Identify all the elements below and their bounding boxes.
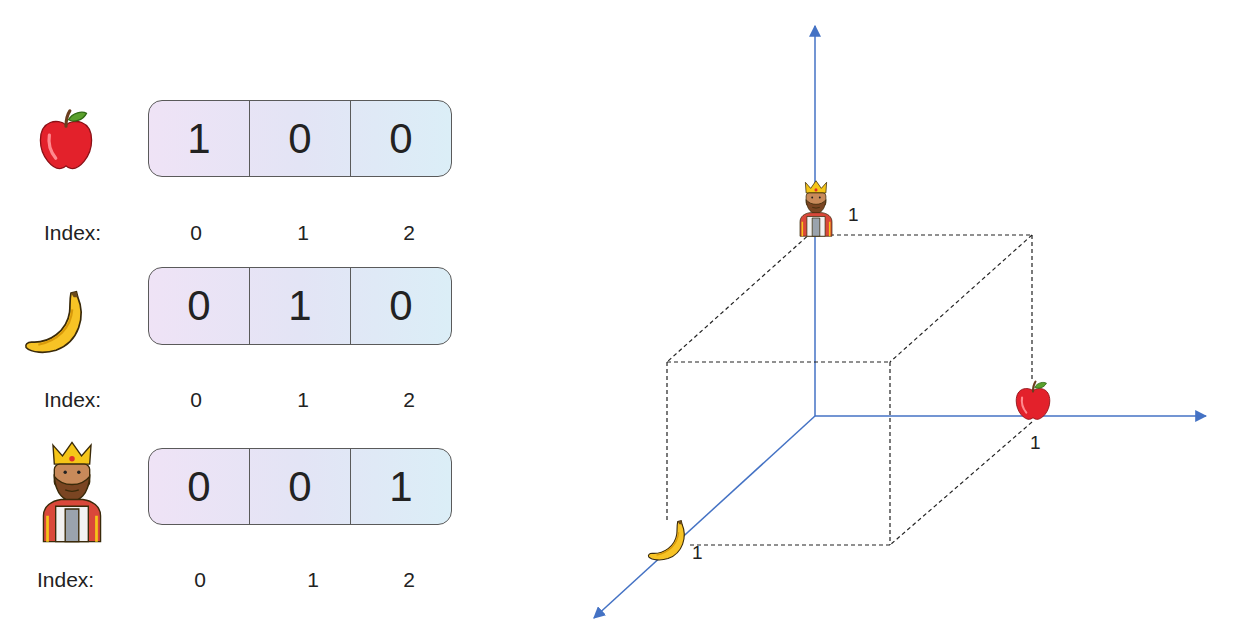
x-axis xyxy=(815,415,1206,417)
vector-cell: 0 xyxy=(149,268,249,344)
index-number: 1 xyxy=(297,387,309,412)
y-axis xyxy=(594,416,815,618)
banana-icon xyxy=(26,292,81,353)
vector-cell: 0 xyxy=(149,449,249,524)
index-number: 0 xyxy=(190,387,202,412)
vector-cell: 1 xyxy=(149,101,249,176)
vector-value: 1 xyxy=(288,282,311,330)
index-number: 0 xyxy=(190,220,202,245)
vector-cell: 0 xyxy=(350,101,451,176)
axis-value: 1 xyxy=(1030,432,1041,455)
vector-cell: 0 xyxy=(249,449,350,524)
vector-value: 1 xyxy=(187,115,210,163)
king-vector: 0 0 1 xyxy=(148,448,452,525)
index-caption: Index: xyxy=(37,567,94,592)
axis-value: 1 xyxy=(848,204,859,227)
index-number: 2 xyxy=(403,220,415,245)
vector-value: 0 xyxy=(389,282,412,330)
index-number: 1 xyxy=(297,220,309,245)
vector-cell: 1 xyxy=(249,268,350,344)
vector-value: 0 xyxy=(187,282,210,330)
vector-value: 0 xyxy=(288,463,311,511)
vector-value: 0 xyxy=(389,115,412,163)
vector-value: 1 xyxy=(389,463,412,511)
index-number: 0 xyxy=(194,567,206,592)
index-number: 2 xyxy=(403,567,415,592)
banana-vector: 0 1 0 xyxy=(148,267,452,345)
index-caption: Index: xyxy=(44,387,101,412)
apple-point-icon xyxy=(1016,382,1050,420)
king-point-icon xyxy=(800,181,832,236)
index-caption: Index: xyxy=(44,220,101,245)
vector-cell: 0 xyxy=(350,268,451,344)
king-icon xyxy=(43,442,100,541)
banana-point-icon xyxy=(648,521,684,560)
index-number: 2 xyxy=(403,387,415,412)
vector-cell: 1 xyxy=(350,449,451,524)
apple-vector: 1 0 0 xyxy=(148,100,452,177)
axis-value: 1 xyxy=(692,542,703,565)
vector-value: 0 xyxy=(187,463,210,511)
cube-outline xyxy=(667,232,1032,545)
index-number: 1 xyxy=(307,567,319,592)
apple-icon xyxy=(40,111,91,169)
vector-value: 0 xyxy=(288,115,311,163)
vector-cell: 0 xyxy=(249,101,350,176)
